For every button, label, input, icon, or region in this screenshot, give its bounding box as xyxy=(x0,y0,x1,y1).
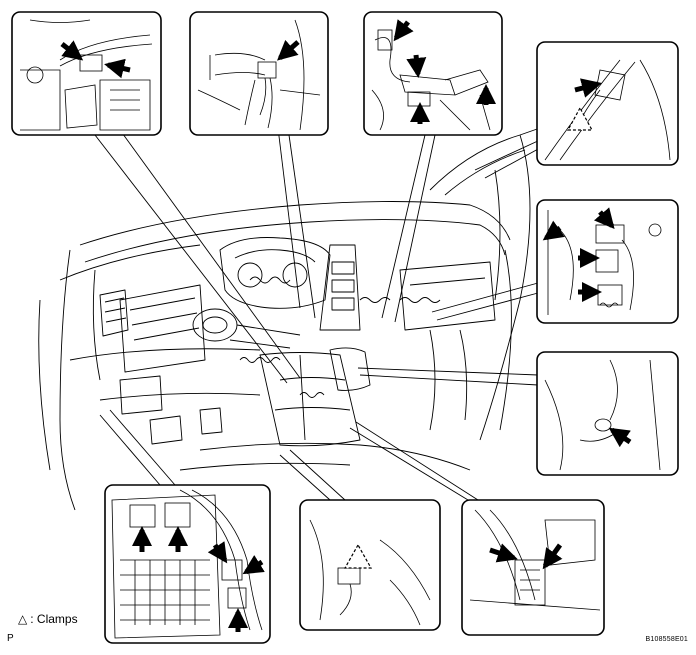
arrow-icon xyxy=(608,427,632,448)
dashboard-drawing xyxy=(38,127,541,511)
callout-kick-panel xyxy=(536,351,679,476)
callout-top-right xyxy=(363,11,503,136)
clamp-triangle-icon xyxy=(343,543,373,569)
callout-console xyxy=(461,499,605,636)
figure-code: B108558E01 xyxy=(645,636,688,643)
arrow-icon xyxy=(574,78,602,98)
arrow-icon xyxy=(393,19,414,42)
arrow-icon xyxy=(104,58,131,79)
arrow-icon xyxy=(542,543,563,570)
clamp-legend-label: : Clamps xyxy=(30,612,78,626)
legend: △ : Clamps xyxy=(18,612,78,626)
arrow-icon xyxy=(406,54,427,78)
figure-letter: P xyxy=(7,633,14,644)
arrow-icon xyxy=(489,543,518,563)
callout-junction-block xyxy=(104,484,271,644)
callout-pillar xyxy=(536,41,679,166)
arrow-icon xyxy=(60,40,84,61)
arrow-icon xyxy=(277,39,300,61)
arrow-icon xyxy=(242,555,265,575)
arrow-icon xyxy=(542,220,565,241)
leader-lines xyxy=(94,127,541,501)
callout-top-center xyxy=(189,11,329,136)
callout-glovebox xyxy=(536,199,679,324)
callout-floor-clamp xyxy=(299,499,441,631)
clamp-triangle-icon xyxy=(566,106,594,131)
clamp-legend-icon: △ xyxy=(18,612,28,626)
callout-top-left xyxy=(11,11,162,136)
arrow-icon xyxy=(207,541,228,564)
arrow-icon xyxy=(593,207,615,230)
